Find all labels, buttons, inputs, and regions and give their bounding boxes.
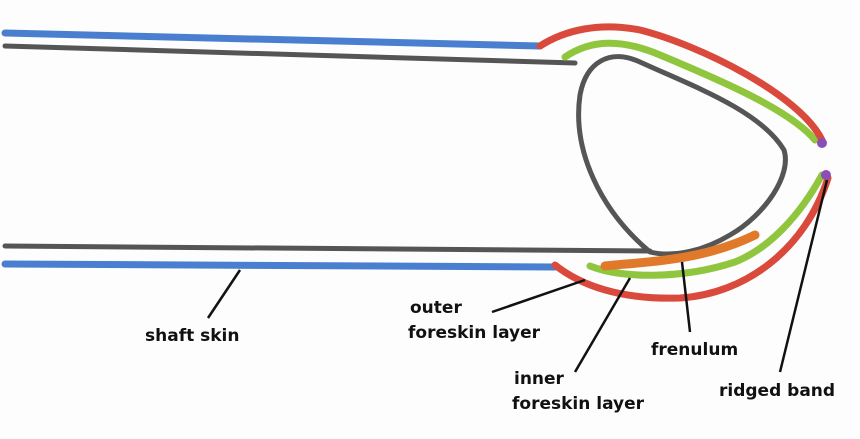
glans-outline	[576, 54, 788, 257]
label-outer-foreskin-line2: foreskin layer	[408, 323, 541, 343]
label-shaft-skin: shaft skin	[145, 326, 240, 346]
inner-foreskin-upper	[561, 39, 819, 144]
frenulum-band	[600, 230, 760, 271]
shaft-skin-upper-line	[1, 29, 544, 50]
inner-foreskin-lower	[586, 171, 826, 279]
label-outer-foreskin-line1: outer	[410, 298, 462, 318]
leader-inner-foreskin	[573, 277, 632, 373]
leader-frenulum	[680, 261, 692, 333]
ridged-band-dot-lower	[821, 170, 831, 180]
shaft-outline-lower-line	[2, 243, 653, 254]
label-frenulum: frenulum	[651, 340, 739, 360]
shaft-skin-lower-line	[1, 260, 559, 271]
label-inner-foreskin-line2: foreskin layer	[512, 394, 645, 414]
outer-foreskin-upper	[536, 23, 826, 144]
leader-ridged-band	[778, 179, 829, 373]
ridged-band-dot-upper	[817, 138, 827, 148]
leader-shaft-skin	[206, 269, 242, 319]
label-inner-foreskin-line1: inner	[514, 369, 564, 389]
leader-outer-foreskin	[491, 278, 586, 314]
outer-foreskin-lower	[551, 174, 832, 302]
shaft-outline-upper-line	[2, 43, 578, 66]
label-ridged-band: ridged band	[719, 381, 836, 401]
